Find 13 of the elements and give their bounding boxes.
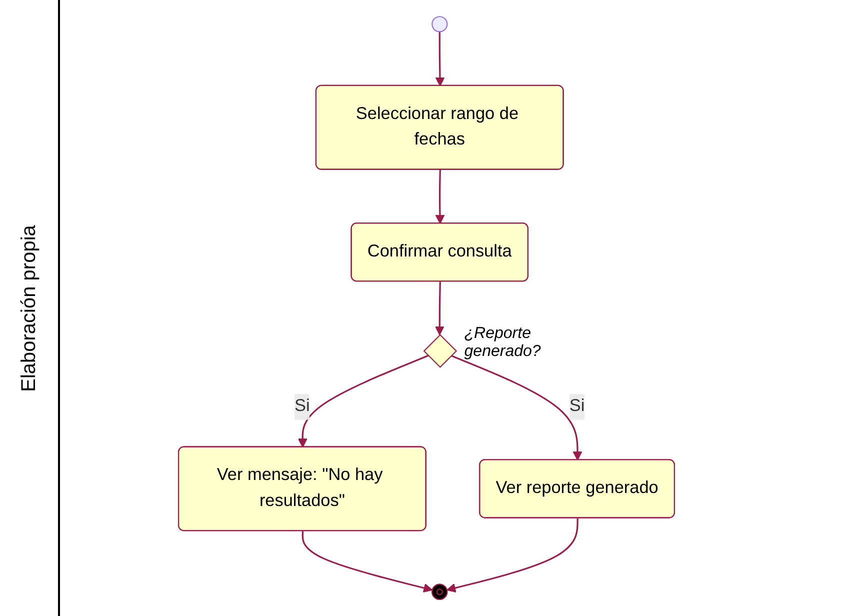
node-diamond	[423, 334, 458, 368]
decision-label: ¿Reporte generado?	[464, 324, 542, 362]
arrow	[298, 354, 428, 448]
arrow	[446, 518, 578, 593]
edge-label: Si	[569, 397, 585, 416]
arrow	[435, 32, 445, 86]
edge-label: Si	[294, 397, 310, 416]
arrow	[302, 531, 433, 593]
arrow	[434, 282, 444, 336]
swimlane-label: Elaboración propia	[18, 224, 40, 392]
arrow	[450, 354, 582, 461]
node-circle	[432, 16, 448, 32]
arrow	[435, 170, 445, 224]
